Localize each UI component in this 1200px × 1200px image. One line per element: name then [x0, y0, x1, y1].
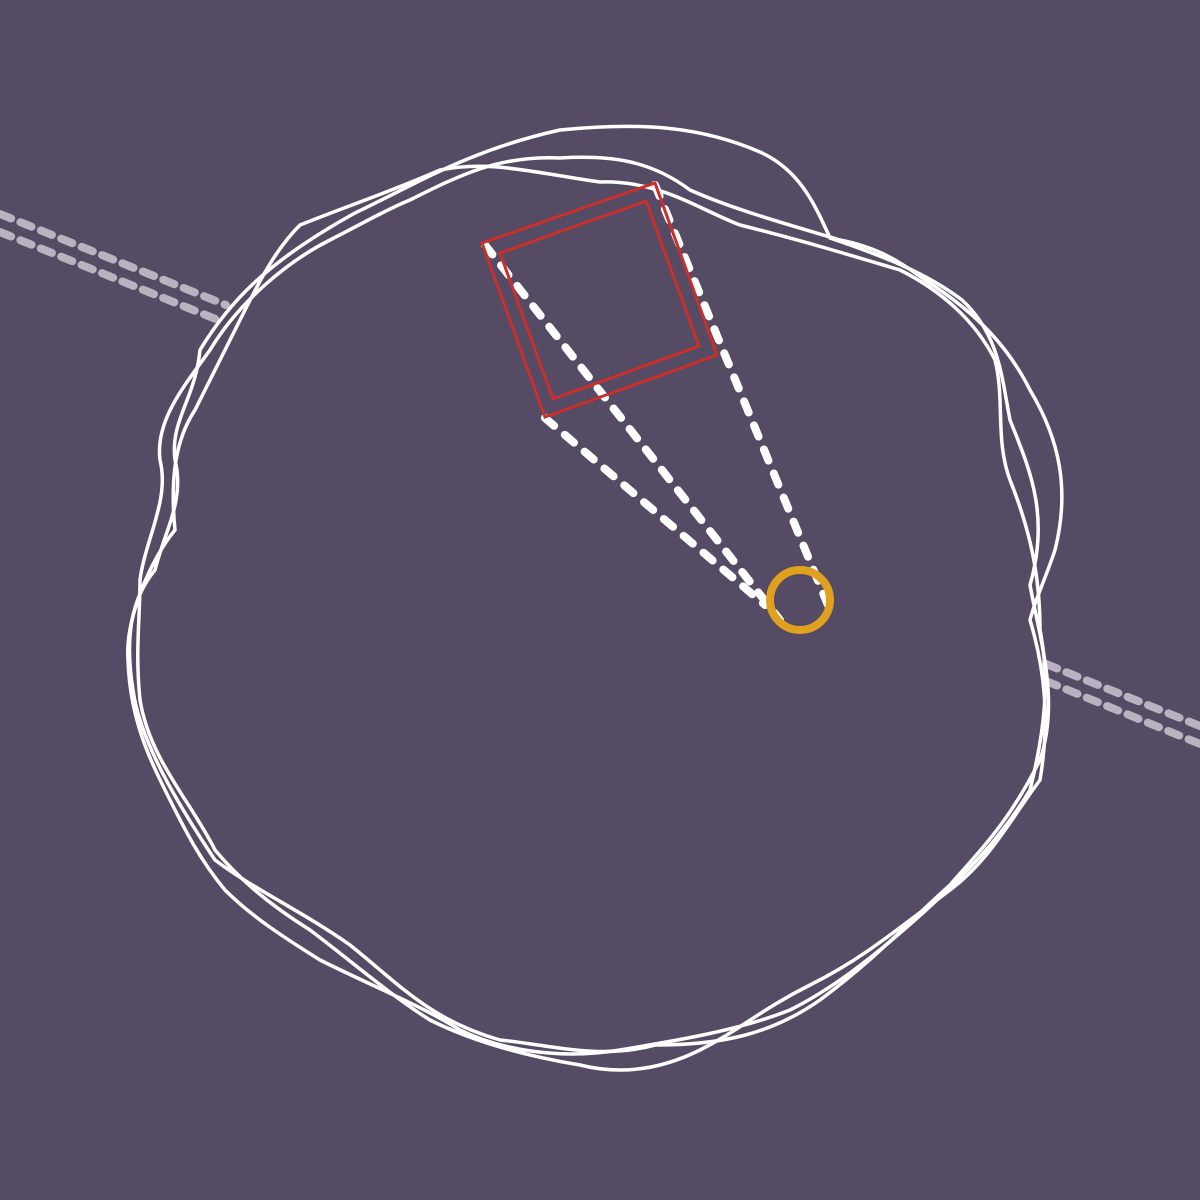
- sight-lines: [481, 181, 834, 624]
- track-left: [0, 210, 230, 324]
- target-frame[interactable]: [480, 181, 719, 419]
- sight-line-middle: [481, 241, 784, 624]
- track-right-line-b: [1042, 677, 1200, 748]
- track-right-line-a: [1042, 660, 1200, 730]
- player-ring-icon[interactable]: [766, 566, 834, 634]
- arena-boundary: [126, 124, 1064, 1072]
- sight-line-lower: [541, 414, 769, 609]
- arena-outline-b: [136, 155, 1064, 1072]
- track-left-line-a: [0, 210, 230, 309]
- target-frame-inner: [498, 199, 701, 401]
- track-left-line-b: [0, 228, 222, 324]
- sight-line-upper: [651, 181, 834, 614]
- arena-outline-c: [126, 164, 1047, 1056]
- track-right: [1042, 660, 1200, 748]
- target-frame-outer: [480, 181, 719, 419]
